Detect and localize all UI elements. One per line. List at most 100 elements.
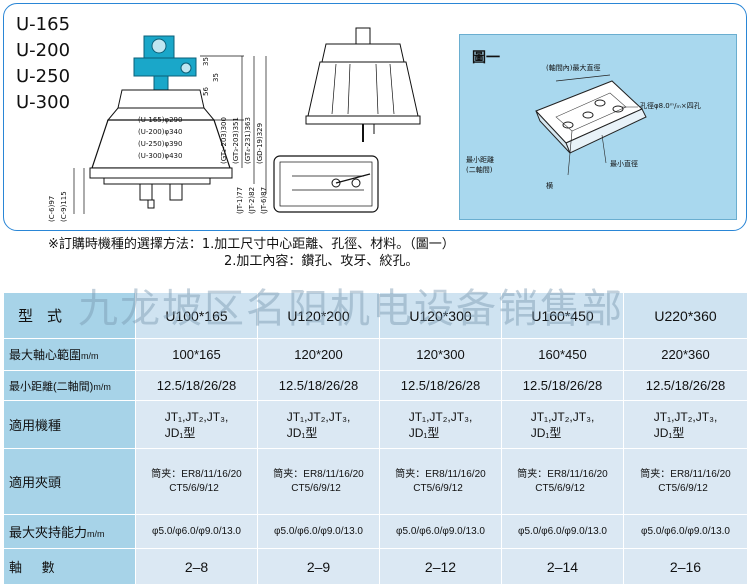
- cell-line: CT5/6/9/12: [413, 482, 463, 494]
- table-cell: 2–8: [135, 548, 258, 585]
- collet-dimension-label: (C-6)97: [48, 195, 56, 222]
- row-label: 最小距離(二軸間): [9, 380, 94, 393]
- cell-line: JD₁型: [408, 425, 440, 440]
- cell-line: JT₁,JT₂,JT₃,: [408, 409, 473, 424]
- table-row: 最大軸心範圍m/m 100*165 120*200 120*300 160*45…: [3, 338, 748, 371]
- diameter-label: (U-300)φ430: [138, 152, 183, 160]
- cell-line: 筒夹：ER8/11/16/20: [395, 468, 486, 480]
- table-cell: φ5.0/φ6.0/φ9.0/13.0: [623, 514, 748, 549]
- cell-line: JD₁型: [164, 425, 196, 440]
- cell-line: 筒夹：ER8/11/16/20: [273, 468, 364, 480]
- table-cell: φ5.0/φ6.0/φ9.0/13.0: [257, 514, 380, 549]
- table-cell: 120*200: [257, 338, 380, 371]
- figure-1-title: 圖一: [472, 50, 500, 66]
- cell-line: CT5/6/9/12: [169, 482, 219, 494]
- min-diameter-label: 最小直徑: [610, 160, 638, 168]
- table-cell: 12.5/18/26/28: [257, 370, 380, 401]
- front-view-drawing: [73, 35, 267, 214]
- model-label: U-300: [16, 92, 71, 113]
- table-cell: 220*360: [623, 338, 748, 371]
- cell-content: JT₁,JT₂,JT₃,JD₁型: [409, 409, 473, 441]
- selection-instructions: ※訂購時機種的選擇方法：1.加工尺寸中心距離、孔徑、材料。（圖一） 2.加工內容…: [48, 236, 455, 270]
- cell-line: CT5/6/9/12: [291, 482, 341, 494]
- cell-line: JD₁型: [286, 425, 318, 440]
- side-view-drawing: [273, 27, 421, 213]
- cell-line: JT₁,JT₂,JT₃,: [653, 409, 718, 424]
- row-label: 最大軸心範圍: [9, 348, 82, 362]
- table-header-row: 型式 U100*165 U120*200 U120*300 U160*450 U…: [3, 292, 748, 339]
- table-row: 最小距離(二軸間)m/m 12.5/18/26/28 12.5/18/26/28…: [3, 370, 748, 401]
- hole-diameter-label: 孔徑φ8.0ᵐ/ₘ×四孔: [640, 102, 701, 110]
- table-cell: 12.5/18/26/28: [379, 370, 502, 401]
- jt-dimension-label: (JT-2)82: [248, 186, 256, 214]
- table-row: 適用機種 JT₁,JT₂,JT₃,JD₁型 JT₁,JT₂,JT₃,JD₁型 J…: [3, 400, 748, 449]
- workpiece-drawing: [535, 74, 647, 176]
- unit-label: m/m: [87, 529, 105, 539]
- table-row: 軸 數 2–8 2–9 2–12 2–14 2–16: [3, 548, 748, 585]
- table-cell: 12.5/18/26/28: [135, 370, 258, 401]
- model-label: U-200: [16, 40, 71, 61]
- cell-line: JT₁,JT₂,JT₃,: [164, 409, 229, 424]
- cell-line: CT5/6/9/12: [658, 482, 708, 494]
- header-label-cell: 型式: [3, 292, 136, 339]
- model-label: U-250: [16, 66, 71, 87]
- cell-line: 筒夹：ER8/11/16/20: [151, 468, 242, 480]
- dimension-label: 35: [202, 57, 210, 66]
- table-cell: 2–16: [623, 548, 748, 585]
- row-label-cell: 適用夾頭: [3, 448, 136, 515]
- instruction-line: ※訂購時機種的選擇方法：1.加工尺寸中心距離、孔徑、材料。（圖一）: [48, 237, 455, 252]
- base-label: 横: [546, 182, 553, 190]
- instruction-line: 2.加工內容：鑽孔、攻牙、絞孔。: [224, 254, 419, 269]
- row-label-cell: 最大夾持能力m/m: [3, 514, 136, 549]
- diameter-label: (U-200)φ340: [138, 128, 183, 136]
- row-label: 最大夾持能力: [9, 525, 88, 540]
- cell-content: JT₁,JT₂,JT₃,JD₁型: [165, 409, 229, 441]
- min-distance-label: 最小距離(二軸間): [466, 156, 494, 174]
- row-label-cell: 軸 數: [3, 548, 136, 585]
- cell-content: JT₁,JT₂,JT₃,JD₁型: [531, 409, 595, 441]
- table-cell: φ5.0/φ6.0/φ9.0/13.0: [135, 514, 258, 549]
- row-label-cell: 最大軸心範圍m/m: [3, 338, 136, 371]
- height-label: (GT₄-231)363: [244, 117, 252, 164]
- table-cell: 12.5/18/26/28: [501, 370, 624, 401]
- diameter-label: (U-250)φ390: [138, 140, 183, 148]
- table-cell: 2–12: [379, 548, 502, 585]
- cell-content: JT₁,JT₂,JT₃,JD₁型: [287, 409, 351, 441]
- cell-line: JD₁型: [530, 425, 562, 440]
- diameter-label: (U-165)φ290: [138, 116, 183, 124]
- cell-content: JT₁,JT₂,JT₃,JD₁型: [654, 409, 718, 441]
- figure-panel: U-165 U-200 U-250 U-300 (U-165)φ290 (U-2…: [3, 3, 747, 231]
- row-label-cell: 最小距離(二軸間)m/m: [3, 370, 136, 401]
- max-diameter-label: (軸間內)最大直徑: [546, 64, 601, 72]
- cell-line: JT₁,JT₂,JT₃,: [286, 409, 351, 424]
- height-label: (GT₂-203)300: [220, 117, 228, 164]
- model-header-cell: U120*300: [379, 292, 502, 339]
- table-cell: JT₁,JT₂,JT₃,JD₁型: [257, 400, 380, 449]
- table-cell: φ5.0/φ6.0/φ9.0/13.0: [501, 514, 624, 549]
- cell-line: CT5/6/9/12: [535, 482, 585, 494]
- table-cell: JT₁,JT₂,JT₃,JD₁型: [623, 400, 748, 449]
- jt-dimension-label: (JT-1)77: [236, 186, 244, 214]
- model-header-cell: U120*200: [257, 292, 380, 339]
- figure-1-panel: 圖一 (軸間內)最大直徑 孔徑φ8.0ᵐ/ₘ×四孔 最小距離(二軸間) 最小直徑…: [459, 34, 737, 220]
- model-header-cell: U220*360: [623, 292, 748, 339]
- table-cell: 2–9: [257, 548, 380, 585]
- table-cell: φ5.0/φ6.0/φ9.0/13.0: [379, 514, 502, 549]
- unit-label: m/m: [81, 351, 99, 361]
- height-label: (GD-19)329: [256, 122, 264, 164]
- table-cell: JT₁,JT₂,JT₃,JD₁型: [379, 400, 502, 449]
- spec-table: 型式 U100*165 U120*200 U120*300 U160*450 U…: [3, 292, 748, 585]
- table-cell: 12.5/18/26/28: [623, 370, 748, 401]
- collet-dimension-label: (C-9)115: [60, 191, 68, 222]
- table-cell: 100*165: [135, 338, 258, 371]
- dimension-label: 35: [212, 73, 220, 82]
